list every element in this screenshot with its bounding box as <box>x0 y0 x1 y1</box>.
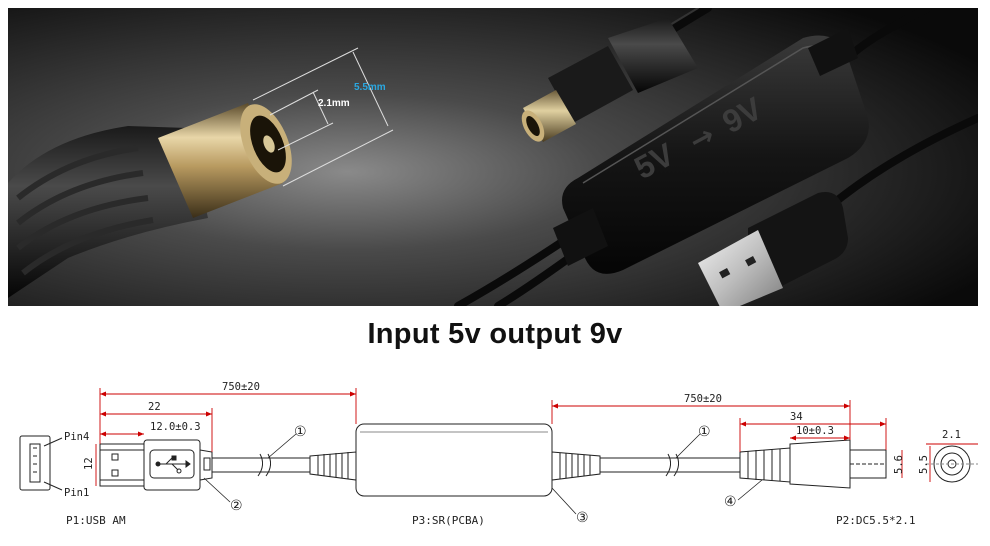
usb-symbol-icon <box>149 449 195 479</box>
pin-bottom-label: Pin1 <box>64 487 89 499</box>
product-photo: 5.5mm 2.1mm 5V → 9V <box>8 8 978 306</box>
dc-plug-drawing <box>739 439 887 489</box>
dim-face-inner: 2.1 <box>942 429 961 441</box>
dim-dc-diameter: 5.6 <box>893 455 905 474</box>
converter-module: 5V → 9V <box>553 28 869 274</box>
dim-usb-length: 22 <box>148 401 161 413</box>
dim-usb-head: 12.0±0.3 <box>150 421 201 433</box>
dim-face-outer: 5.5 <box>918 455 930 474</box>
converter-box-drawing <box>355 423 553 497</box>
dc-plug-small <box>521 18 698 142</box>
right-strain-relief <box>551 451 601 481</box>
dim-right-length: 750±20 <box>684 393 722 405</box>
dc-plug-closeup <box>8 103 292 298</box>
headline: Input 5v output 9v <box>367 318 623 350</box>
dim-dc-total: 34 <box>790 411 803 423</box>
callout-1-left: ① <box>294 424 307 440</box>
part-label-p3: P3:SR(PCBA) <box>412 514 485 527</box>
callout-2: ② <box>230 498 243 514</box>
part-label-p1: P1:USB AM <box>66 514 126 527</box>
part-label-p2: P2:DC5.5*2.1 <box>836 514 915 527</box>
callout-3: ③ <box>576 510 589 526</box>
dim-dc-tip: 10±0.3 <box>796 425 834 437</box>
photo-dimension-lines <box>252 47 394 187</box>
dim-usb-height: 12 <box>83 457 95 470</box>
usb-overmold <box>143 439 201 491</box>
pin-top-label: Pin4 <box>64 431 89 443</box>
left-strain-relief <box>309 451 357 481</box>
callout-1-right: ① <box>698 424 711 440</box>
photo-dim-outer: 5.5mm <box>354 82 386 93</box>
usb-connector <box>698 192 848 306</box>
usb-end-view <box>19 435 51 491</box>
dim-left-length: 750±20 <box>222 381 260 393</box>
photo-dim-inner: 2.1mm <box>318 98 350 109</box>
dc-face-view <box>926 445 978 483</box>
technical-drawing: 750±20 22 12.0±0.3 12 750±20 34 10±0.3 5… <box>19 381 978 527</box>
callout-4: ④ <box>724 494 737 510</box>
